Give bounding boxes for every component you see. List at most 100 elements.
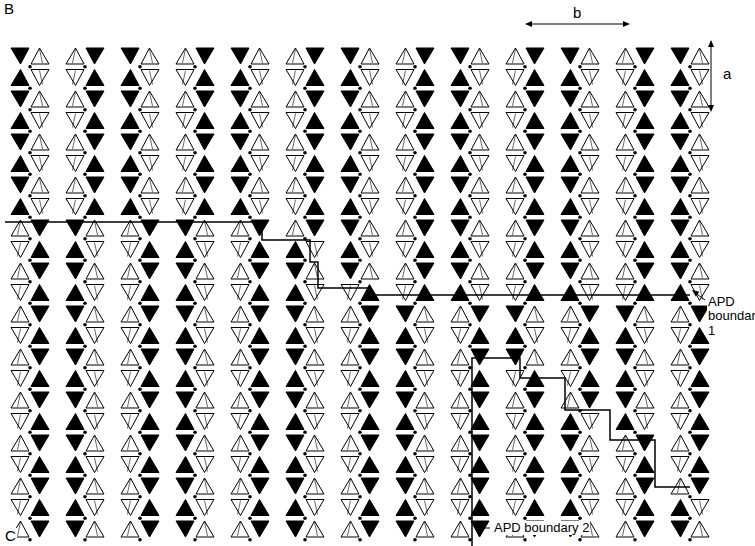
tetrahedron: [581, 500, 599, 516]
tetrahedron: [121, 457, 139, 473]
tetrahedron: [251, 113, 269, 129]
tetrahedron: [231, 306, 249, 322]
cation-dot: [688, 409, 692, 413]
tetrahedron-edge: [348, 350, 351, 364]
tetrahedron: [141, 156, 159, 172]
tetrahedron: [471, 48, 489, 64]
tetrahedron: [86, 285, 104, 301]
tetrahedron-edge: [238, 501, 241, 515]
tetrahedron: [66, 48, 84, 64]
cation-dot: [83, 323, 87, 327]
cation-dot: [688, 473, 692, 477]
tetrahedron-edge: [458, 501, 461, 515]
tetrahedron: [671, 328, 689, 344]
tetrahedron-edge: [403, 264, 406, 278]
tetrahedron: [141, 134, 159, 150]
tetrahedron: [581, 156, 599, 172]
cation-dot: [578, 387, 582, 391]
tetrahedron: [506, 285, 524, 301]
cation-dot: [83, 387, 87, 391]
cation-dot: [138, 86, 142, 90]
tetrahedron-edge: [128, 458, 131, 472]
tetrahedron: [396, 478, 414, 494]
tetrahedron: [176, 48, 194, 64]
tetrahedron-edge: [348, 393, 351, 407]
tetrahedron-edge: [18, 243, 21, 257]
cation-dot: [303, 323, 307, 327]
tetrahedron: [636, 371, 654, 387]
tetrahedron: [636, 521, 654, 537]
cation-dot: [578, 323, 582, 327]
apd-boundary-line: [472, 358, 690, 546]
tetrahedron-edge: [480, 178, 483, 192]
cation-dot: [193, 258, 197, 262]
tetrahedron-edge: [18, 350, 21, 364]
tetrahedron-edge: [205, 264, 208, 278]
tetrahedron: [361, 521, 379, 537]
tetrahedron: [691, 521, 709, 537]
cation-dot: [358, 516, 362, 520]
cation-dot: [248, 172, 252, 176]
cation-dot: [688, 301, 692, 305]
tetrahedron: [251, 328, 269, 344]
cation-dot: [413, 280, 417, 284]
tetrahedron: [286, 328, 304, 344]
tetrahedron-edge: [183, 200, 186, 214]
tetrahedron-edge: [480, 157, 483, 171]
tetrahedron-edge: [623, 501, 626, 515]
cation-dot: [633, 86, 637, 90]
tetrahedron: [636, 414, 654, 430]
cation-dot: [358, 194, 362, 198]
tetrahedron: [361, 392, 379, 408]
tetrahedron-edge: [238, 243, 241, 257]
tetrahedron: [306, 48, 324, 64]
tetrahedron: [526, 242, 544, 258]
tetrahedron: [671, 349, 689, 365]
tetrahedron: [451, 414, 469, 430]
cation-dot: [523, 387, 527, 391]
tetrahedron: [526, 349, 544, 365]
cation-dot: [303, 172, 307, 176]
tetrahedron-edge: [568, 307, 571, 321]
tetrahedron: [31, 478, 49, 494]
tetrahedron-edge: [128, 415, 131, 429]
tetrahedron: [341, 48, 359, 64]
tetrahedron-edge: [40, 178, 43, 192]
tetrahedron: [451, 134, 469, 150]
cation-dot: [578, 237, 582, 241]
cation-dot: [523, 344, 527, 348]
tetrahedron: [121, 134, 139, 150]
tetrahedron-edge: [293, 92, 296, 106]
tetrahedron: [196, 328, 214, 344]
tetrahedron: [416, 392, 434, 408]
cation-dot: [358, 172, 362, 176]
tetrahedron: [11, 349, 29, 365]
tetrahedron: [526, 285, 544, 301]
cation-dot: [523, 237, 527, 241]
tetrahedron: [451, 392, 469, 408]
tetrahedron-edge: [425, 522, 428, 536]
tetrahedron: [121, 242, 139, 258]
tetrahedron: [616, 414, 634, 430]
tetrahedron-edge: [40, 71, 43, 85]
tetrahedron-edge: [513, 415, 516, 429]
cation-dot: [578, 65, 582, 69]
cation-dot: [523, 430, 527, 434]
tetrahedron: [141, 457, 159, 473]
tetrahedron: [231, 328, 249, 344]
tetrahedron: [196, 392, 214, 408]
cation-dot: [633, 301, 637, 305]
tetrahedron: [141, 285, 159, 301]
tetrahedron-edge: [458, 350, 461, 364]
tetrahedron: [11, 113, 29, 129]
cation-dot: [193, 323, 197, 327]
tetrahedron-edge: [623, 157, 626, 171]
cation-dot: [413, 151, 417, 155]
tetrahedron: [86, 521, 104, 537]
tetrahedron-edge: [590, 501, 593, 515]
cation-dot: [688, 516, 692, 520]
cation-dot: [28, 323, 32, 327]
tetrahedron: [561, 134, 579, 150]
cation-dot: [358, 86, 362, 90]
cation-dot: [193, 108, 197, 112]
